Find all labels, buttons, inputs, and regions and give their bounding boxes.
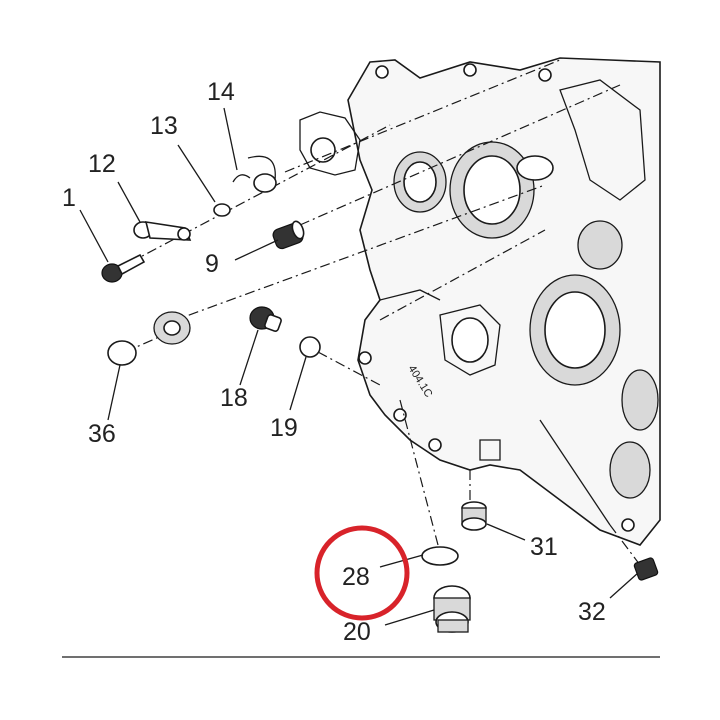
- part-19-o-ring: [299, 336, 321, 358]
- callout-9: 9: [205, 250, 219, 278]
- part-28-o-ring: [421, 546, 459, 566]
- callout-14: 14: [207, 78, 235, 106]
- leader-lines: [79, 107, 639, 626]
- part-20-plug: [433, 585, 471, 633]
- crankcase-casting: 404.1C: [299, 57, 661, 546]
- callout-18: 18: [220, 384, 248, 412]
- callout-13: 13: [150, 112, 178, 140]
- callout-36: 36: [88, 420, 116, 448]
- highlight-circle: [314, 525, 410, 621]
- part-12-lever: [133, 221, 192, 241]
- callout-32: 32: [578, 598, 606, 626]
- callout-labels: 1 12 13 14 9 18 19 36 31 28 20 32: [62, 78, 606, 646]
- part-14-spring: [232, 155, 277, 193]
- callout-12: 12: [88, 150, 116, 178]
- part-1-bolt: [101, 253, 146, 283]
- part-9-bearing: [272, 220, 305, 250]
- callout-31: 31: [530, 533, 558, 561]
- part-36-circlip: [107, 340, 137, 366]
- part-18-plug: [249, 306, 282, 332]
- callout-28: 28: [342, 563, 370, 591]
- callout-20: 20: [343, 618, 371, 646]
- part-32-sensor: [633, 557, 659, 581]
- part-13-washer: [213, 203, 231, 217]
- callout-1: 1: [62, 184, 76, 212]
- part-31-cap: [461, 501, 487, 531]
- callout-19: 19: [270, 414, 298, 442]
